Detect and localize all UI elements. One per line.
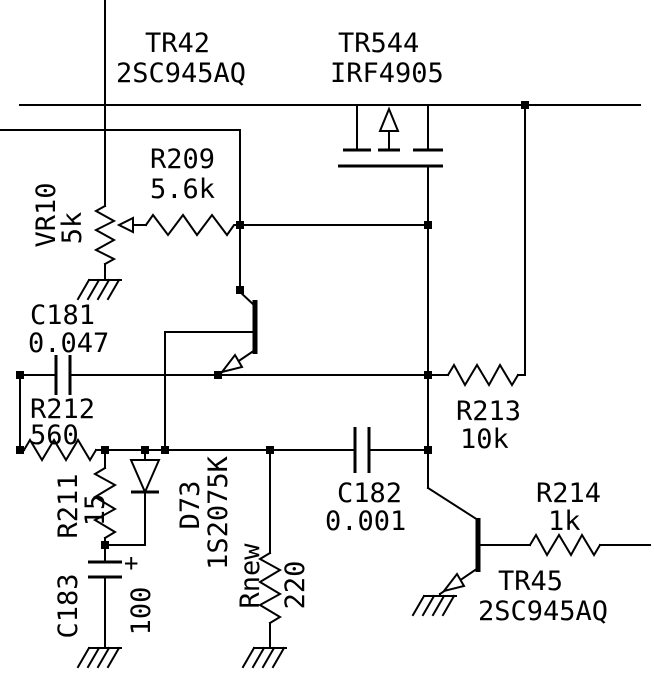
r211-value-label: 15	[80, 494, 111, 527]
c183-symbol	[88, 560, 122, 579]
junction-dot	[214, 371, 222, 379]
vr10-symbol	[93, 204, 134, 266]
c183-value-label: 100	[126, 587, 157, 636]
r214-value-label: 1k	[548, 506, 581, 537]
tr45-symbol	[426, 486, 531, 597]
r213-value-label: 10k	[460, 424, 509, 455]
junction-dot	[16, 446, 24, 454]
vr10-zigzag	[93, 204, 117, 266]
d73-symbol	[129, 459, 161, 495]
d73-ref-label: D73	[175, 481, 206, 530]
junction-dot	[424, 221, 432, 229]
mosfet-arrow-icon	[378, 106, 400, 132]
r212-value-label: 560	[30, 420, 79, 451]
d73-part-label: 1S2075K	[203, 455, 234, 570]
junction-dot	[141, 446, 149, 454]
vr10-wiper-arrow-icon	[116, 216, 134, 234]
tr45-collector	[426, 486, 480, 522]
d73-triangle	[129, 459, 161, 495]
vr10-ref-label: VR10	[31, 182, 62, 247]
r209-zigzag	[144, 213, 241, 237]
r214-ref-label: R214	[536, 478, 601, 509]
c181-ref-label: C181	[30, 300, 95, 331]
ground-vr10-icon	[76, 278, 122, 301]
junction-dot	[16, 371, 24, 379]
tr544-part-label: IRF4905	[330, 58, 444, 89]
ground-c183-icon	[76, 646, 122, 669]
tr42-symbol	[164, 290, 258, 377]
r212-ref-label: R212	[30, 394, 95, 425]
rnew-zigzag	[257, 551, 283, 625]
r213-ref-label: R213	[456, 396, 521, 427]
junction-dot	[424, 446, 432, 454]
junction-dot	[266, 446, 274, 454]
c183-ref-label: C183	[53, 573, 84, 638]
r214-zigzag	[528, 532, 602, 558]
junction-dot	[101, 446, 109, 454]
junction-dots	[16, 101, 529, 549]
c182-symbol	[353, 427, 371, 473]
c183-polarity-label: +	[124, 549, 138, 577]
junction-dot	[236, 221, 244, 229]
junction-dot	[161, 446, 169, 454]
c182-value-label: 0.001	[325, 506, 406, 537]
junction-dot	[101, 541, 109, 549]
tr42-emitter-arrow-icon	[219, 353, 244, 374]
r211-zigzag	[92, 466, 118, 540]
tr45-ref-label: TR45	[498, 566, 563, 597]
r211-ref-label: R211	[53, 473, 84, 538]
r213-zigzag	[446, 362, 520, 388]
labels: TR42 2SC945AQ TR544 IRF4905 R209 5.6k VR…	[28, 28, 608, 639]
junction-dot	[521, 101, 529, 109]
r209-value-label: 5.6k	[150, 174, 215, 205]
tr544-symbol	[338, 104, 443, 168]
rnew-ref-label: Rnew	[235, 543, 266, 609]
r209-ref-label: R209	[150, 144, 215, 175]
ground-rnew-icon	[241, 646, 287, 669]
wires	[0, 0, 651, 649]
rnew-value-label: 220	[280, 561, 311, 610]
tr45-emitter-arrow-icon	[441, 572, 466, 593]
c182-ref-label: C182	[337, 478, 402, 509]
ground-tr45-icon	[411, 594, 457, 617]
junction-dot	[424, 371, 432, 379]
r212-zigzag	[22, 438, 98, 462]
vr10-value-label: 5k	[57, 212, 88, 245]
junction-dot	[236, 286, 244, 294]
c181-symbol	[54, 355, 72, 395]
tr45-part-label: 2SC945AQ	[478, 596, 608, 627]
tr544-ref-label: TR544	[338, 28, 419, 59]
tr42-part-label: 2SC945AQ	[116, 58, 246, 89]
c181-value-label: 0.047	[28, 328, 109, 359]
tr42-ref-label: TR42	[145, 28, 210, 59]
